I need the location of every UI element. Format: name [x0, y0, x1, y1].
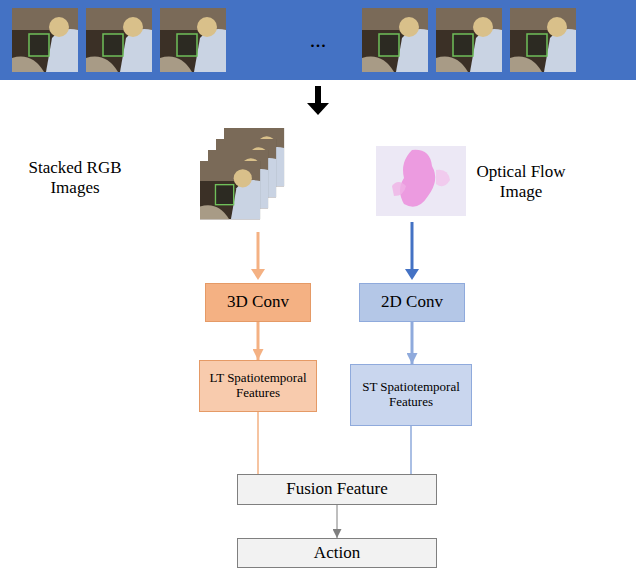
feature-box: ST Spatiotemporal Features [350, 364, 472, 426]
node-text: 2D Conv [381, 292, 443, 312]
process-box: 2D Conv [359, 283, 465, 322]
flow-arrow [411, 322, 414, 365]
frame-band: ... [0, 0, 636, 80]
flow-arrow [337, 505, 338, 539]
video-frame [362, 8, 428, 72]
image-label: Stacked RGB Images [17, 158, 133, 199]
node-text: 3D Conv [227, 292, 289, 312]
node-text: Fusion Feature [286, 479, 388, 499]
node-text: Action [314, 543, 360, 563]
video-frame [436, 8, 502, 72]
stacked-rgb-images [200, 128, 284, 219]
feature-box: LT Spatiotemporal Features [199, 360, 317, 412]
video-frame [510, 8, 576, 72]
video-frame [160, 8, 226, 72]
frame-band [0, 0, 636, 80]
video-frame [12, 8, 78, 72]
optical-flow-image [376, 146, 466, 216]
node-text: LT Spatiotemporal Features [206, 371, 310, 401]
input-arrow [405, 222, 419, 280]
fusion-box: Fusion Feature [237, 474, 437, 505]
node-text: ST Spatiotemporal Features [357, 380, 465, 410]
flow-arrow [257, 322, 260, 361]
video-frame [86, 8, 152, 72]
input-arrow [251, 232, 265, 280]
output-box: Action [237, 538, 437, 568]
down-arrow [307, 86, 329, 115]
node-text: ... [310, 27, 327, 52]
image-label: Optical Flow Image [471, 162, 571, 203]
process-box: 3D Conv [205, 283, 311, 322]
